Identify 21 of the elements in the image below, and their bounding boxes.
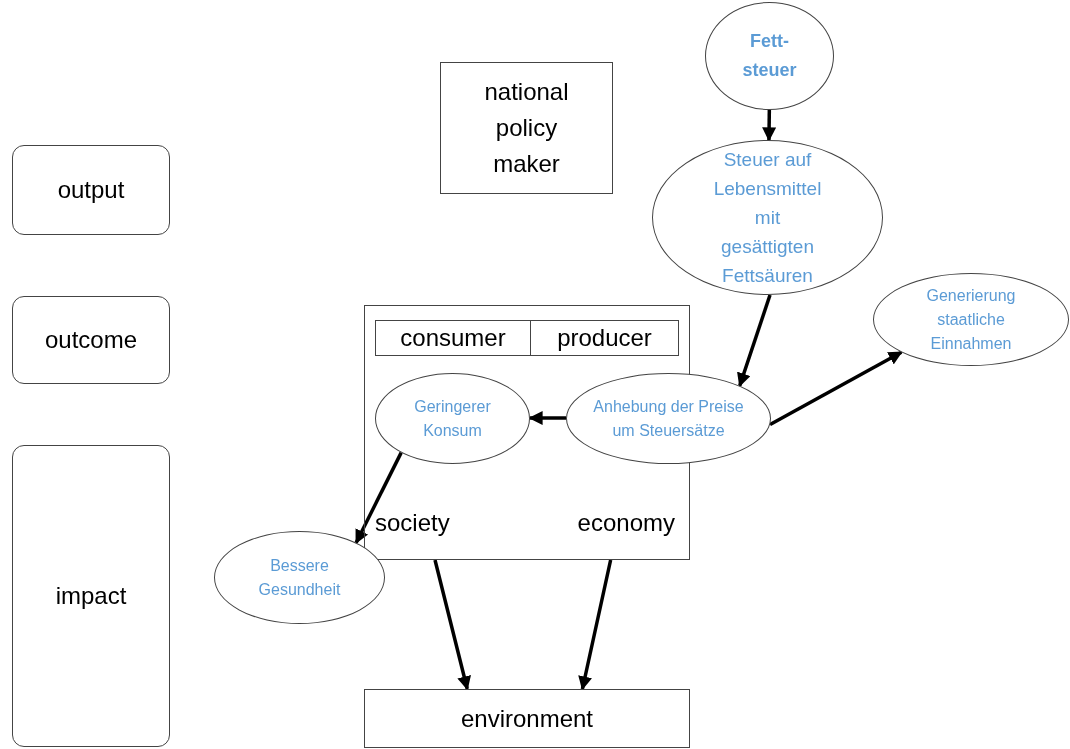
ellipse-node: Geringerer Konsum (375, 373, 530, 464)
ellipse-node: Bessere Gesundheit (214, 531, 385, 624)
arrow (433, 559, 471, 691)
actor-box: environment (364, 689, 690, 748)
arrow (762, 110, 777, 142)
ellipse-node: Fett- steuer (705, 2, 834, 110)
table-cell: producer (530, 320, 679, 356)
table-cell: consumer (375, 320, 531, 356)
level-box: impact (12, 445, 170, 747)
level-box: output (12, 145, 170, 235)
actor-box: national policy maker (440, 62, 613, 194)
ellipse-node: Generierung staatliche Einnahmen (873, 273, 1069, 366)
ellipse-node: Steuer auf Lebensmittel mit gesättigten Fettsäuren (652, 140, 883, 295)
level-box: outcome (12, 296, 170, 384)
arrow (578, 559, 613, 691)
sector-label: economy (577, 508, 675, 538)
arrow (769, 350, 903, 426)
arrow (354, 451, 403, 544)
arrow (737, 294, 772, 388)
ellipse-node: Anhebung der Preise um Steuersätze (566, 373, 771, 464)
arrow (528, 411, 566, 425)
